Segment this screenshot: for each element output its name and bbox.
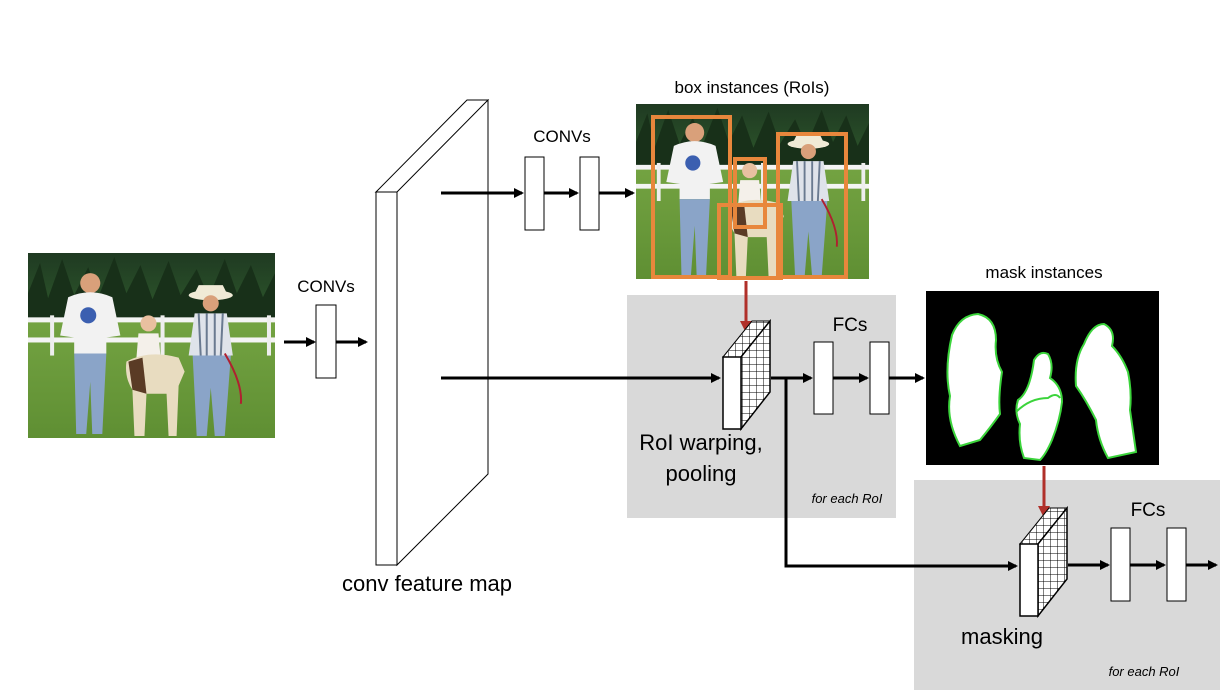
photo-people-pony-icon	[28, 253, 275, 438]
fc-block-2	[869, 341, 890, 415]
for-each-roi-label-1: for each RoI	[812, 491, 883, 506]
mask-silhouettes-icon	[926, 291, 1159, 465]
fcs-label-1: FCs	[833, 315, 868, 336]
arrow-roi-to-masking	[784, 378, 1018, 571]
roi-box-child	[733, 157, 767, 229]
mask-instances-label: mask instances	[985, 263, 1102, 282]
fc-block-4	[1166, 527, 1187, 602]
convs-input-label: CONVs	[297, 277, 355, 296]
roi-warping-label-line2: pooling	[666, 461, 737, 486]
fcs-label-2: FCs	[1131, 500, 1166, 521]
box-instances-label: box instances (RoIs)	[675, 78, 830, 97]
conv-top-block-2	[579, 156, 600, 231]
fc-block-1	[813, 341, 834, 415]
roi-warping-label-line1: RoI warping,	[639, 430, 763, 455]
input-image	[28, 253, 275, 438]
conv-layer-block	[315, 304, 337, 379]
grid-cube-icon	[721, 318, 772, 432]
masking-label: masking	[961, 624, 1043, 649]
photo-with-boxes-icon	[636, 104, 869, 279]
conv-top-block-1	[524, 156, 545, 231]
roi-box-woman	[776, 132, 848, 279]
grid-cube-icon	[1018, 505, 1069, 619]
rois-image	[636, 104, 869, 280]
fc-block-3	[1110, 527, 1131, 602]
convs-top-label: CONVs	[533, 127, 591, 146]
feature-map-slab	[374, 98, 490, 567]
roi-box-man	[651, 115, 732, 279]
feature-map-label: conv feature map	[342, 571, 512, 596]
for-each-roi-label-2: for each RoI	[1109, 664, 1180, 679]
roi-box-pony	[717, 203, 783, 280]
